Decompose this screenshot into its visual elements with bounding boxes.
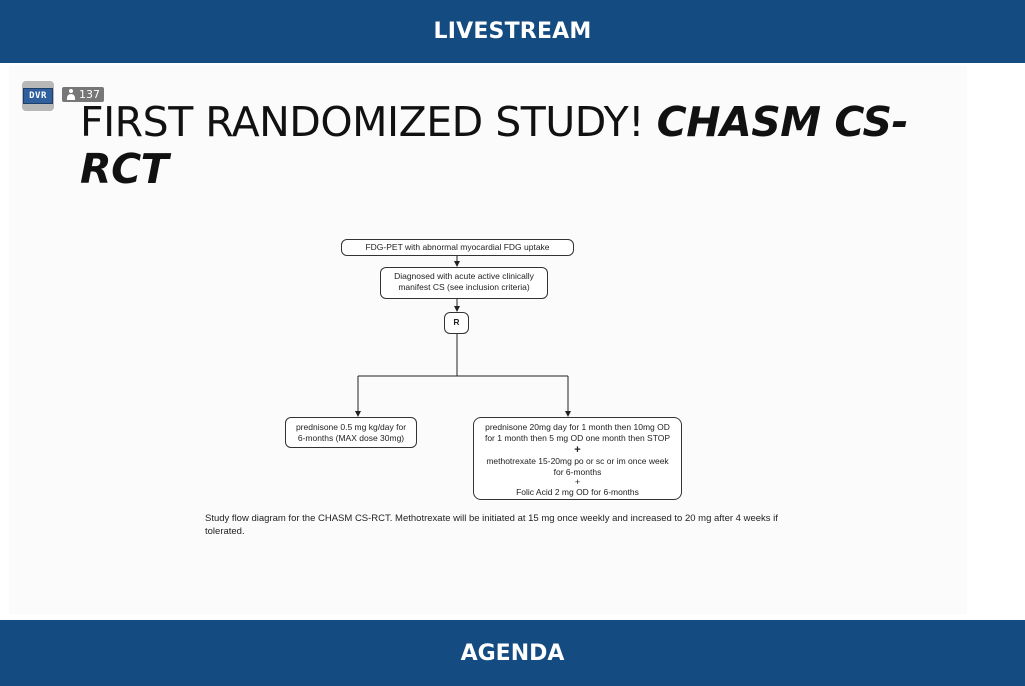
combo-folic-acid-text: Folic Acid 2 mg OD for 6-months bbox=[516, 487, 639, 497]
slide-title-emphasis: CHASM CS-RCT bbox=[80, 98, 909, 193]
flow-box-diagnosed: Diagnosed with acute active clinically m… bbox=[380, 267, 548, 299]
viewer-count: 137 bbox=[79, 88, 100, 101]
slide-title: FIRST RANDOMIZED STUDY! CHASM CS-RCT bbox=[80, 99, 940, 193]
flow-box-randomize: R bbox=[444, 312, 469, 334]
viewer-count-badge: 137 bbox=[62, 87, 104, 102]
combo-plus-2: + bbox=[574, 477, 581, 487]
dvr-badge[interactable]: DVR bbox=[22, 81, 54, 111]
flow-box-randomize-text: R bbox=[453, 317, 460, 327]
diagram-caption: Study flow diagram for the CHASM CS-RCT.… bbox=[205, 513, 778, 537]
combo-plus-1: + bbox=[574, 444, 581, 456]
agenda-footer[interactable]: AGENDA bbox=[0, 620, 1025, 686]
header-title: LIVESTREAM bbox=[433, 19, 592, 44]
slide-title-plain: FIRST RANDOMIZED STUDY! bbox=[80, 98, 657, 146]
flow-box-prednisone-arm-text: prednisone 0.5 mg kg/day for 6-months (M… bbox=[295, 422, 407, 443]
combo-methotrexate-text: methotrexate 15-20mg po or sc or im once… bbox=[486, 456, 669, 477]
flow-box-combination-arm: prednisone 20mg day for 1 month then 10m… bbox=[473, 417, 682, 500]
slide-area bbox=[9, 66, 967, 614]
flow-box-prednisone-arm: prednisone 0.5 mg kg/day for 6-months (M… bbox=[285, 417, 417, 448]
person-icon bbox=[66, 89, 76, 100]
flow-box-diagnosed-text: Diagnosed with acute active clinically m… bbox=[394, 271, 534, 292]
livestream-header[interactable]: LIVESTREAM bbox=[0, 0, 1025, 63]
flow-box-fdg-pet: FDG-PET with abnormal myocardial FDG upt… bbox=[341, 239, 574, 256]
combo-prednisone-text: prednisone 20mg day for 1 month then 10m… bbox=[484, 422, 671, 443]
dvr-logo: DVR bbox=[23, 88, 53, 104]
flow-box-fdg-pet-text: FDG-PET with abnormal myocardial FDG upt… bbox=[365, 242, 550, 252]
footer-title: AGENDA bbox=[460, 640, 565, 666]
